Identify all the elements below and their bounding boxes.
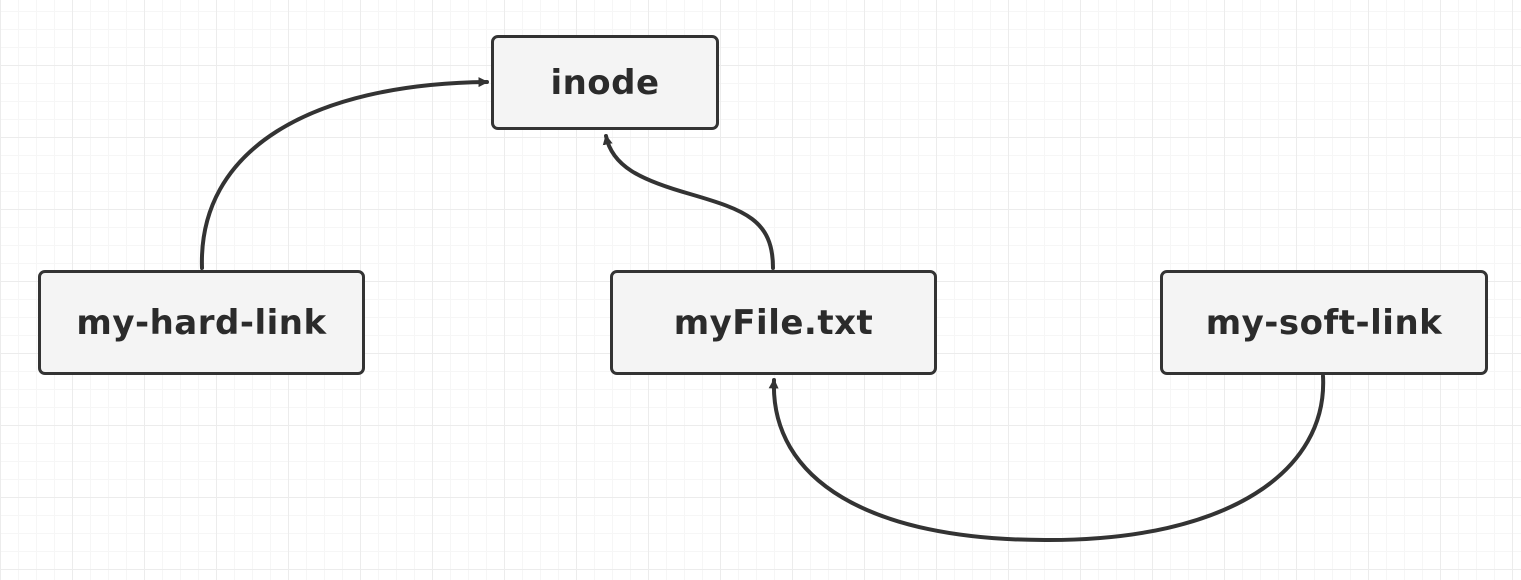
node-my-soft-link[interactable]: my-soft-link <box>1160 270 1488 375</box>
edge-hard-link-to-inode <box>199 77 489 270</box>
edge-myfile-to-inode <box>602 134 775 270</box>
node-my-hard-link[interactable]: my-hard-link <box>38 270 365 375</box>
edge-soft-link-to-myfile <box>768 374 1326 543</box>
node-inode[interactable]: inode <box>491 35 719 130</box>
node-myfile-txt[interactable]: myFile.txt <box>610 270 937 375</box>
